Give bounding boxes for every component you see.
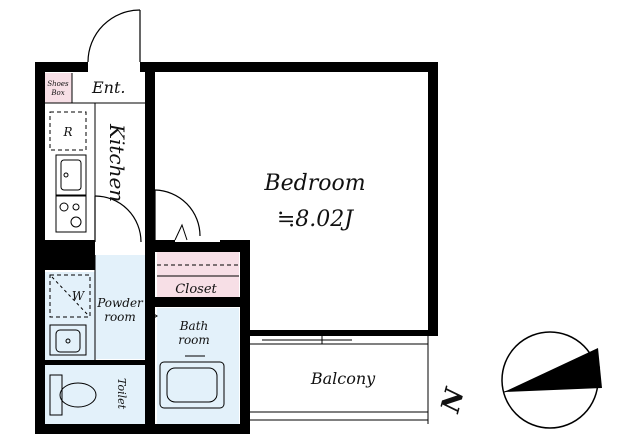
bedroom-door	[154, 189, 201, 240]
walls	[35, 62, 438, 434]
closet-floor	[157, 252, 239, 297]
kitchen-sink	[55, 154, 87, 196]
closet-details	[157, 223, 239, 277]
bathtub	[159, 361, 225, 409]
powder-room-label: Powder	[96, 296, 144, 310]
wash-basin	[49, 324, 87, 356]
kitchen-door	[94, 195, 142, 243]
kitchen-label: Kitchen	[105, 123, 129, 202]
washer-diagonal	[51, 276, 89, 316]
closet-label: Closet	[175, 282, 217, 297]
bath-room-label-2: room	[178, 333, 210, 347]
powder-room-floor	[95, 255, 147, 359]
bedroom-area-label: ≒8.02J	[277, 207, 354, 232]
powder-room-label-2: room	[104, 310, 136, 324]
toilet-label: Toilet	[115, 378, 128, 410]
balcony-label: Balcony	[310, 369, 376, 388]
refrigerator-space	[49, 111, 87, 151]
entrance-door	[87, 9, 141, 63]
shoes-box-label: Shoes	[47, 80, 69, 88]
bath-room-label: Bath	[179, 319, 209, 333]
washer-space	[49, 274, 91, 318]
bedroom-label: Bedroom	[263, 171, 365, 196]
north-label: N	[436, 384, 472, 417]
bath-door	[146, 309, 158, 323]
washer-area-floor	[45, 272, 95, 360]
toilet-fixture	[49, 374, 97, 416]
refrigerator-label: R	[62, 125, 72, 139]
shoes-box-label-2: Box	[50, 89, 64, 97]
stove	[55, 195, 87, 233]
bath-room-floor	[157, 308, 239, 425]
shoes-box-floor	[45, 73, 72, 103]
north-compass-icon	[501, 331, 602, 429]
washer-label: W	[72, 289, 86, 303]
entrance-label: Ent.	[91, 78, 126, 97]
